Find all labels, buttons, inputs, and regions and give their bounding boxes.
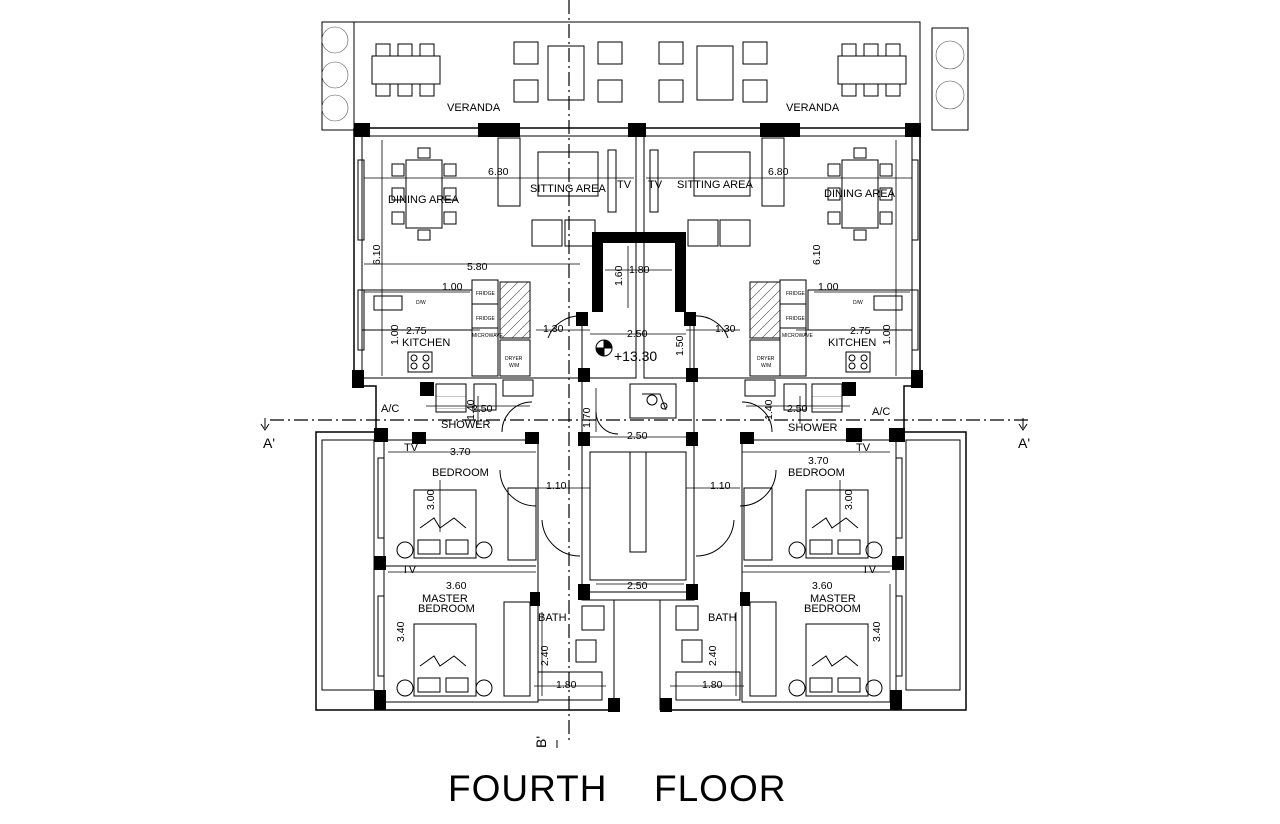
fridge-label-l1: FRIDGE bbox=[476, 291, 496, 297]
dim-300-right: 3.00 bbox=[843, 489, 855, 510]
sitting-label-right: SITTING AREA bbox=[677, 179, 753, 191]
fridge-label-r2: FRIDGE bbox=[786, 316, 806, 322]
dim-580: 5.80 bbox=[467, 261, 488, 273]
drawing-title-floor: FLOOR bbox=[654, 768, 786, 809]
dim-240-right: 2.40 bbox=[707, 645, 719, 666]
sitting-label-left: SITTING AREA bbox=[530, 183, 606, 195]
dim-130-left: 1.30 bbox=[543, 323, 564, 335]
dim-110-left: 1.10 bbox=[546, 480, 567, 492]
veranda-label-left: VERANDA bbox=[447, 102, 501, 114]
fridge-label-l2: FRIDGE bbox=[476, 316, 496, 322]
dim-680-right: 6.80 bbox=[768, 166, 789, 178]
master-label-right-2: BEDROOM bbox=[804, 603, 861, 615]
dim-250-shower-left: 2.50 bbox=[472, 403, 493, 415]
ac-label-left: A/C bbox=[381, 403, 399, 415]
furniture-right bbox=[649, 137, 919, 701]
wheelchair-icon bbox=[629, 383, 677, 419]
shower-label-left: SHOWER bbox=[441, 419, 491, 431]
section-b: B' bbox=[533, 736, 549, 748]
dim-610-left: 6.10 bbox=[371, 244, 383, 265]
dim-300-left: 3.00 bbox=[425, 489, 437, 510]
dryer-label-right: DRYER bbox=[757, 356, 775, 362]
dim-340-left: 3.40 bbox=[395, 621, 407, 642]
section-a-right: A' bbox=[1018, 435, 1030, 451]
dim-680-left: 6.80 bbox=[488, 166, 509, 178]
dim-370-right: 3.70 bbox=[808, 455, 829, 467]
dim-250-mid: 2.50 bbox=[627, 430, 648, 442]
dim-100-left-v: 1.00 bbox=[389, 324, 401, 345]
dim-250-bottom: 2.50 bbox=[627, 580, 648, 592]
kitchen-label-left: KITCHEN bbox=[402, 337, 450, 349]
dim-130-right: 1.30 bbox=[715, 323, 736, 335]
dim-250-top: 2.50 bbox=[627, 328, 648, 340]
dim-340-right: 3.40 bbox=[871, 621, 883, 642]
dim-240-left: 2.40 bbox=[539, 645, 551, 666]
dim-140-left: 1.40 bbox=[465, 399, 477, 420]
tv-label-2: TV bbox=[648, 179, 663, 191]
dim-150: 1.50 bbox=[674, 335, 686, 356]
dim-360-left: 3.60 bbox=[446, 580, 467, 592]
section-a-left: A' bbox=[263, 435, 275, 451]
level-marker-icon bbox=[595, 339, 613, 357]
dim-610-right: 6.10 bbox=[811, 244, 823, 265]
tv-label-6: TV bbox=[862, 564, 877, 576]
dining-label-left: DINING AREA bbox=[388, 194, 460, 206]
dim-180-lift: 1.80 bbox=[629, 264, 650, 276]
bath-label-right: BATH bbox=[708, 612, 737, 624]
side-balconies bbox=[321, 439, 961, 691]
bedroom-label-left: BEDROOM bbox=[432, 467, 489, 479]
doors bbox=[499, 315, 777, 557]
kitchen-label-right: KITCHEN bbox=[828, 337, 876, 349]
tv-label-5: TV bbox=[402, 564, 417, 576]
wm-label-left: W/M bbox=[509, 363, 519, 369]
dim-275-left: 2.75 bbox=[406, 325, 427, 337]
dryer-label-left: DRYER bbox=[505, 356, 523, 362]
dining-label-right: DINING AREA bbox=[824, 188, 896, 200]
dw-label-left: D/W bbox=[416, 300, 426, 306]
microwave-label-left: MICROWAVE bbox=[472, 333, 503, 339]
tv-label-1: TV bbox=[617, 179, 632, 191]
veranda: VERANDA VERANDA bbox=[321, 21, 969, 131]
dim-100-left: 1.00 bbox=[442, 281, 463, 293]
bedroom-label-right: BEDROOM bbox=[788, 467, 845, 479]
elevator-shaft bbox=[592, 232, 686, 312]
dim-275-right: 2.75 bbox=[850, 325, 871, 337]
dim-100-right: 1.00 bbox=[818, 281, 839, 293]
shower-label-right: SHOWER bbox=[788, 422, 838, 434]
dim-100-right-v: 1.00 bbox=[881, 324, 893, 345]
microwave-label-right: MICROWAVE bbox=[782, 333, 813, 339]
wm-label-right: W/M bbox=[761, 363, 771, 369]
dimension-lines bbox=[364, 140, 912, 702]
fridge-label-r1: FRIDGE bbox=[786, 291, 806, 297]
tv-label-3: TV bbox=[404, 442, 419, 454]
drawing-title-fourth: FOURTH bbox=[448, 768, 607, 809]
columns bbox=[352, 123, 923, 712]
dim-360-right: 3.60 bbox=[812, 580, 833, 592]
tv-label-4: TV bbox=[856, 442, 871, 454]
dim-160-lift: 1.60 bbox=[613, 265, 625, 286]
dim-370-left: 3.70 bbox=[450, 446, 471, 458]
bath-label-left: BATH bbox=[538, 612, 567, 624]
dw-label-right: D/W bbox=[853, 300, 863, 306]
dim-140-right: 1.40 bbox=[763, 399, 775, 420]
master-label-left-2: BEDROOM bbox=[418, 603, 475, 615]
master-label-right-1: MASTER bbox=[810, 593, 856, 605]
dim-170: 1.70 bbox=[581, 407, 593, 428]
veranda-label-right: VERANDA bbox=[786, 102, 840, 114]
furniture-left bbox=[357, 137, 617, 701]
master-label-left-1: MASTER bbox=[422, 593, 468, 605]
ac-label-right: A/C bbox=[872, 406, 890, 418]
dim-250-shower-right: 2.50 bbox=[787, 403, 808, 415]
dim-180-bath-right: 1.80 bbox=[702, 679, 723, 691]
level-label: +13.30 bbox=[614, 348, 657, 364]
stairs bbox=[589, 451, 687, 593]
dim-180-bath-left: 1.80 bbox=[556, 679, 577, 691]
dim-110-right: 1.10 bbox=[710, 480, 731, 492]
